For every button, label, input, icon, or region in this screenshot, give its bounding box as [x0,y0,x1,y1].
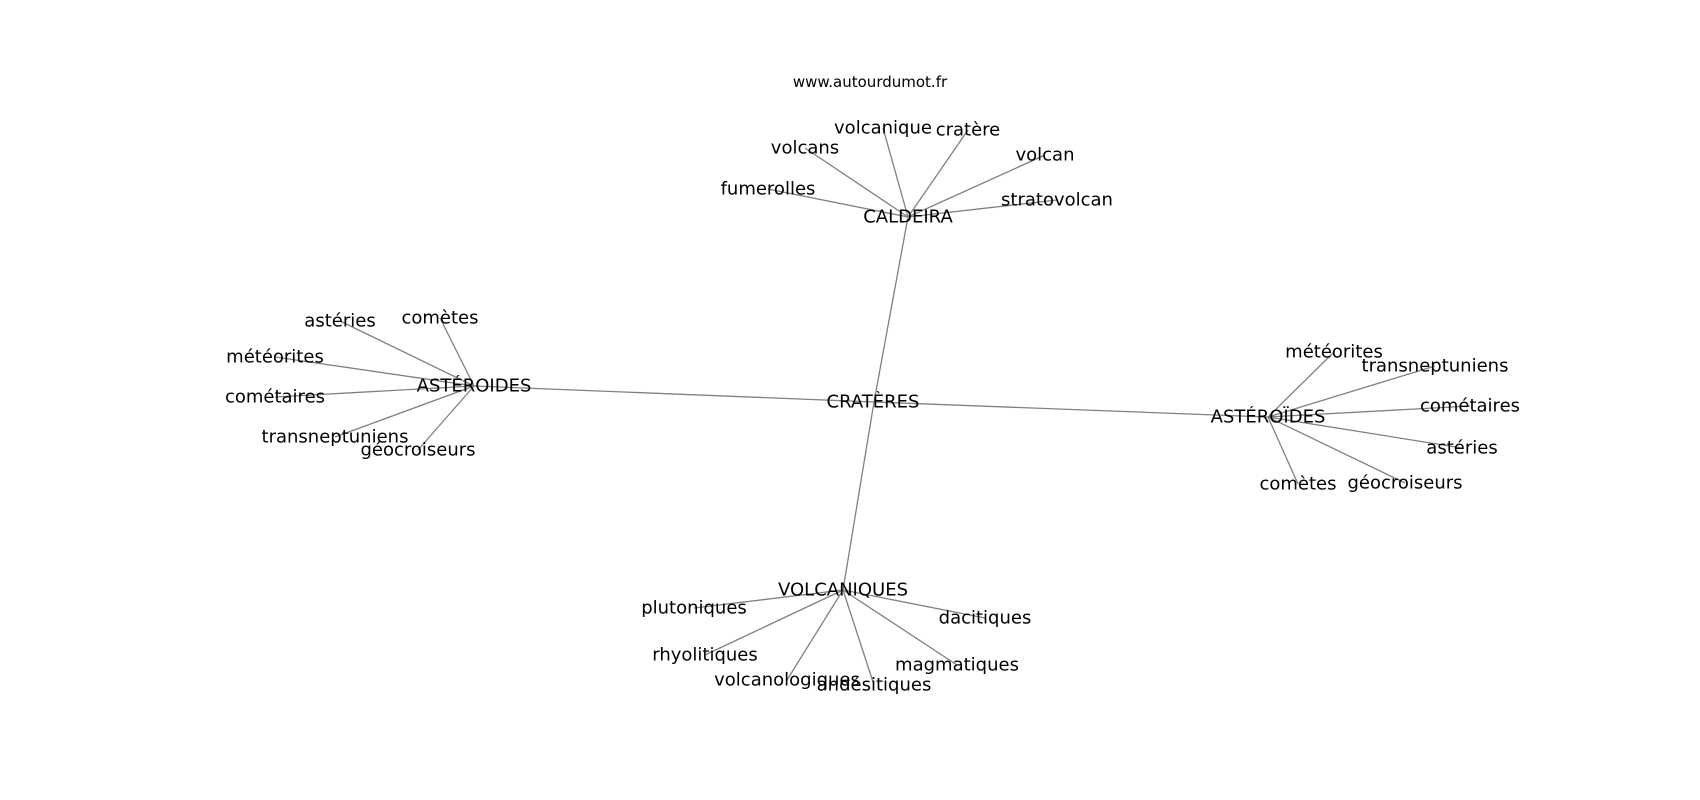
edge-hub-leaf [842,589,875,686]
leaf-node: volcan [1015,145,1074,166]
edge-hub-leaf [1267,416,1406,484]
edge-hub-leaf [786,589,844,681]
leaf-node: dacitiques [939,608,1032,629]
edge-hub-leaf [907,154,1046,218]
edge-hub-leaf [842,589,958,666]
leaf-node: stratovolcan [1001,190,1113,211]
edge-hub-leaf [439,317,475,387]
edge-hub-leaf [339,320,475,387]
edge-hub-leaf [1267,416,1463,449]
edge-center-hub [873,216,909,403]
edge-hub-leaf [767,188,909,218]
leaf-node: rhyolitiques [652,645,758,666]
leaf-node: météorites [1285,342,1383,363]
edges [274,127,1471,686]
edge-hub-leaf [1267,365,1436,418]
leaf-node: comètes [1259,474,1336,495]
edge-hub-leaf [274,385,475,398]
center-node: CRATÈRES [827,391,920,413]
leaf-node: fumerolles [721,179,816,200]
leaf-node: volcanologiques [714,670,860,691]
leaf-node: météorites [226,347,324,368]
leaf-node: astéries [304,311,375,332]
edge-hub-leaf [1267,405,1471,418]
edge-center-hub [473,385,875,403]
leaf-node: comètes [401,308,478,329]
hub-node: VOLCANIQUES [778,580,908,601]
edge-hub-leaf [417,385,475,451]
hub-node: ASTÉROIDES [417,375,532,397]
labels: www.autourdumot.fr CRATÈRES volcansvolca… [225,73,1520,696]
edge-hub-leaf [334,385,475,438]
edge-hub-leaf [274,356,475,387]
leaf-node: andésitiques [817,675,932,696]
leaf-node: cométaires [1420,396,1520,417]
edge-hub-leaf [907,129,969,218]
leaf-node: cratère [936,120,1001,141]
edge-hub-leaf [804,147,909,218]
leaf-node: transneptuniens [1362,356,1509,377]
leaf-node: géocroiseurs [360,440,475,461]
leaf-node: cométaires [225,387,325,408]
edge-hub-leaf [842,589,986,619]
leaf-node: transneptuniens [262,427,409,448]
hub-node: ASTÉROÏDES [1211,406,1326,428]
site-watermark: www.autourdumot.fr [793,73,948,91]
edge-hub-leaf [907,199,1058,218]
leaf-node: volcanique [834,118,932,139]
leaf-node: plutoniques [641,598,747,619]
edge-hub-leaf [704,589,844,656]
leaf-node: magmatiques [895,655,1019,676]
leaf-node: géocroiseurs [1347,473,1462,494]
edge-hub-leaf [1267,351,1335,418]
leaf-node: volcans [771,138,839,159]
edge-hub-leaf [882,127,909,218]
edge-center-hub [873,401,1269,418]
leaf-node: astéries [1426,438,1497,459]
hub-node: CALDEIRA [863,207,953,228]
edge-hub-leaf [1267,416,1299,485]
edge-hub-leaf [693,589,844,609]
edge-center-hub [842,401,875,591]
